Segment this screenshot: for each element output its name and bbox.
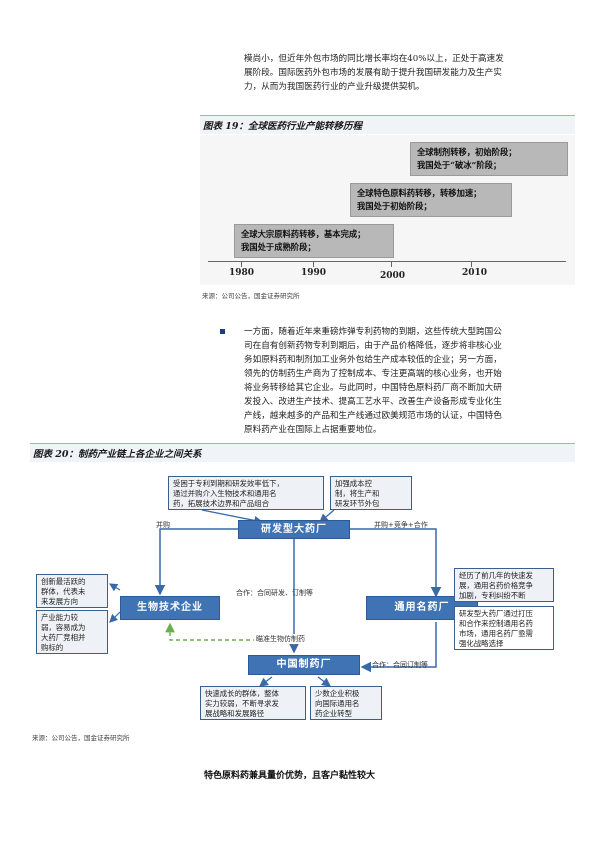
note-line: 购标的 xyxy=(41,643,64,652)
note-line: 强化战略选择 xyxy=(459,639,504,648)
bullet-line: 将业务转移给其它企业。与此同时，中国特色原料药厂商不断加大研 xyxy=(244,383,502,393)
stair-line: 全球大宗原料药转移，基本完成； xyxy=(241,229,366,239)
figure-19-title-bar: 图表 19：全球医药行业产能转移历程 xyxy=(200,115,575,134)
figure-19-title: 图表 19：全球医药行业产能转移历程 xyxy=(203,121,363,132)
note-china-transform: 少数企业积极 向国际通用名 药企业转型 xyxy=(310,686,382,720)
note-line: 经历了前几年的快速发 xyxy=(459,571,533,580)
note-line: 加剧，专利纠纷不断 xyxy=(459,591,526,600)
intro-paragraph: 模尚小，但近年外包市场的同比增长率均在40%以上，正处于高速发 展阶段。国际医药… xyxy=(244,52,574,94)
label-target-biosimilar: 瞄准生物仿制药 xyxy=(254,634,307,644)
tick-2010 xyxy=(471,261,472,267)
intro-line: 展阶段。国际医药外包市场的发展有助于提升我国研发能力及生产实 xyxy=(244,68,502,78)
note-line: 群体，代表未 xyxy=(41,587,86,596)
label-acquire: 并购 xyxy=(156,521,170,529)
connector-acquire xyxy=(154,528,238,596)
note-line: 药企业转型 xyxy=(315,709,352,718)
note-line: 市场，通用名药厂亟需 xyxy=(459,629,533,638)
connector-acquire-compete xyxy=(350,528,442,598)
note-line: 制，将生产和 xyxy=(335,489,380,498)
stair-line: 全球特色原料药转移，转移加速； xyxy=(357,188,482,198)
year-label: 1980 xyxy=(229,268,255,278)
tick-1990 xyxy=(313,261,314,267)
note-line: 向国际通用名 xyxy=(315,699,360,708)
industry-chain-diagram: 受困于专利到期和研发效率低下， 通过并购介入生物技术和通用名 药，拓展技术边界和… xyxy=(32,462,571,727)
connector-line xyxy=(108,583,121,592)
note-generic-strategy: 研发型大药厂通过打压 和合作来控制通用名药 市场，通用名药厂亟需 强化战略选择 xyxy=(454,606,554,650)
note-line: 药，拓展技术边界和产品组合 xyxy=(173,499,270,508)
stair-line: 我国处于初始阶段； xyxy=(357,201,432,211)
box-research-pharma: 研发型大药厂 xyxy=(238,520,350,539)
intro-line: 力，从而为我国医药行业的产业升级提供契机。 xyxy=(244,82,425,92)
year-label: 2000 xyxy=(380,271,406,281)
note-cost-control: 加强成本控 制，将生产和 研发环节外包 xyxy=(330,476,412,510)
note-line: 研发环节外包 xyxy=(335,499,380,508)
note-line: 创新最活跃的 xyxy=(41,577,86,586)
note-line: 展战略和发展路径 xyxy=(205,709,265,718)
intro-line: 模尚小，但近年外包市场的同比增长率均在40%以上，正处于高速发 xyxy=(244,54,504,64)
note-generic-competition: 经历了前几年的快速发 展，通用名药价格竞争 加剧，专利纠纷不断 xyxy=(454,568,554,602)
year-label: 1990 xyxy=(301,268,327,278)
connector-line xyxy=(109,611,121,623)
note-biotech-innovative: 创新最活跃的 群体，代表未 来发展方向 xyxy=(36,574,108,608)
note-line: 实力较弱，不断寻求发 xyxy=(205,699,279,708)
note-line: 弱，容易成为 xyxy=(41,623,86,632)
stair-step-bulk-api: 全球大宗原料药转移，基本完成； 我国处于成熟阶段； xyxy=(234,224,394,258)
figure-20-title-bar: 图表 20：制药产业链上各企业之间关系 xyxy=(30,443,575,462)
connector-line xyxy=(317,676,332,687)
stair-step-specialty-api: 全球特色原料药转移，转移加速； 我国处于初始阶段； xyxy=(350,183,512,217)
year-label: 2010 xyxy=(462,268,488,278)
capacity-transfer-chart: 全球制剂转移，初始阶段； 我国处于“破冰”阶段； 全球特色原料药转移，转移加速；… xyxy=(200,135,575,285)
note-line: 受困于专利到期和研发效率低下， xyxy=(173,479,284,488)
bullet-line: 务如原料药和制剂加工业务外包给生产成本较低的企业；另一方面， xyxy=(244,355,502,365)
note-line: 来发展方向 xyxy=(41,597,78,606)
stair-step-formulation: 全球制剂转移，初始阶段； 我国处于“破冰”阶段； xyxy=(410,142,568,176)
bullet-line: 领先的仿制药生产商为了控制成本、专注更高端的核心业务，也开始 xyxy=(244,369,502,379)
box-biotech: 生物技术企业 xyxy=(120,596,220,620)
note-line: 少数企业积极 xyxy=(315,689,360,698)
note-line: 产业能力较 xyxy=(41,613,78,622)
label-acquire-compete: 并购+竞争+合作 xyxy=(374,521,428,529)
stair-line: 我国处于成熟阶段； xyxy=(241,242,316,252)
figure-20-title: 图表 20：制药产业链上各企业之间关系 xyxy=(33,449,202,460)
stair-line: 全球制剂转移，初始阶段； xyxy=(417,147,517,157)
box-china-pharma: 中国制药厂 xyxy=(248,655,360,675)
figure-19-source: 来源：公司公告，国金证券研究所 xyxy=(202,292,300,300)
note-line: 研发型大药厂通过打压 xyxy=(459,609,533,618)
section-heading: 特色原料药兼具量价优势，且客户黏性较大 xyxy=(204,771,376,781)
connector-line xyxy=(258,676,273,687)
figure-20-source: 来源：公司公告，国金证券研究所 xyxy=(32,734,130,742)
bullet-line: 一方面，随着近年来重磅炸弹专利药物的到期，这些传统大型跨国公 xyxy=(244,327,502,337)
note-line: 大药厂竞相并 xyxy=(41,633,86,642)
note-line: 和合作来控制通用名药 xyxy=(459,619,533,628)
tick-2000 xyxy=(391,261,392,267)
connector-generic-china xyxy=(360,622,437,673)
note-research-pressure: 受困于专利到期和研发效率低下， 通过并购介入生物技术和通用名 药，拓展技术边界和… xyxy=(168,476,324,510)
label-coop-research: 合作：合同研发、订制等 xyxy=(236,589,313,597)
note-line: 加强成本控 xyxy=(335,479,372,488)
note-line: 通过并购介入生物技术和通用名 xyxy=(173,489,277,498)
note-line: 快速成长的群体，整体 xyxy=(205,689,279,698)
bullet-line: 司在自有创新药物专利到期后，由于产品价格降低，逐步将非核心业 xyxy=(244,341,502,351)
bullet-line: 产线，越来越多的产品和生产线通过欧美规范市场的认证，中国特色 xyxy=(244,411,502,421)
bullet-paragraph: 一方面，随着近年来重磅炸弹专利药物的到期，这些传统大型跨国公 司在自有创新药物专… xyxy=(244,325,574,437)
timeline-axis xyxy=(208,261,566,262)
bullet-line: 发投入、改进生产技术、提高工艺水平、改善生产设备形成专业化生 xyxy=(244,397,502,407)
stair-line: 我国处于“破冰”阶段； xyxy=(417,160,502,170)
note-biotech-weak: 产业能力较 弱，容易成为 大药厂竞相并 购标的 xyxy=(36,610,108,654)
bullet-square xyxy=(220,329,225,334)
bullet-line: 原料药产业在国际上占据重要地位。 xyxy=(244,425,382,435)
note-line: 展，通用名药价格竞争 xyxy=(459,581,533,590)
label-coop-custom: 合作：合同订制等 xyxy=(372,661,428,669)
note-china-growth: 快速成长的群体，整体 实力较弱，不断寻求发 展战略和发展路径 xyxy=(200,686,306,720)
tick-1980 xyxy=(241,261,242,267)
